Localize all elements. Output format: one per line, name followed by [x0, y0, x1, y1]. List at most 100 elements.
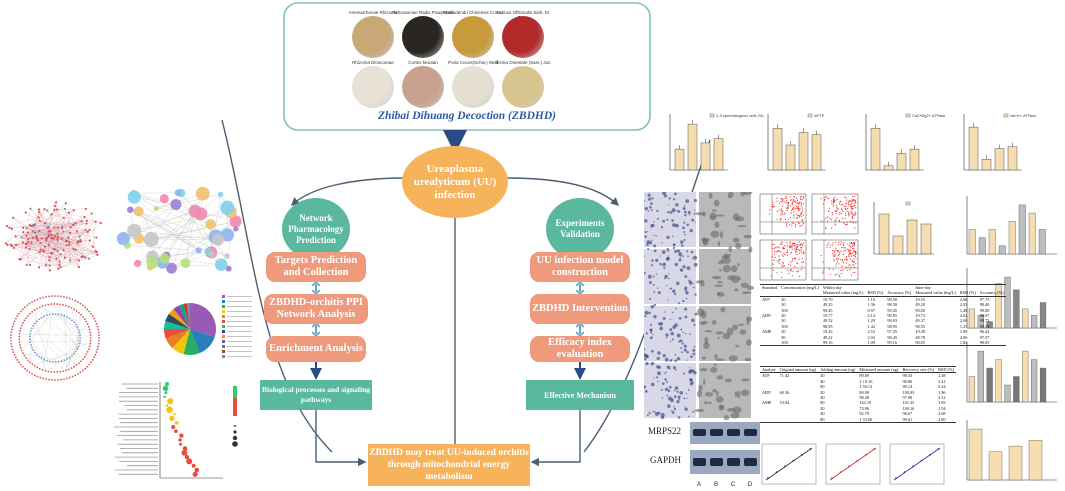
network-edge: [39, 212, 67, 246]
cell-nucleus: [687, 210, 691, 215]
flow-event: [847, 211, 850, 213]
flow-event: [842, 210, 844, 213]
network-node: [48, 259, 51, 262]
tem-structure: [726, 408, 736, 412]
network-node: [87, 325, 90, 328]
network-node: [75, 310, 78, 312]
cell-nucleus: [684, 288, 687, 291]
tem-structure: [703, 378, 706, 386]
network-edge: [36, 310, 37, 325]
cell-nucleus: [652, 305, 654, 307]
table-cell: 80: [820, 384, 825, 390]
network-node: [84, 256, 87, 259]
network-node: [40, 316, 43, 319]
flow-event: [800, 250, 802, 252]
flow-event: [775, 251, 777, 253]
pie-slice: [183, 329, 200, 355]
network-node: [28, 335, 31, 338]
table-cell: AMP: [762, 400, 772, 406]
flow-event: [795, 217, 797, 219]
right-step-1: UU infection model construction: [530, 252, 630, 282]
cell-nucleus: [667, 204, 670, 206]
network-node: [87, 257, 91, 260]
blot-band: [744, 458, 757, 466]
network-edge: [75, 326, 90, 339]
pie-slice: [165, 329, 190, 348]
flow-event: [853, 254, 855, 256]
left-result: Biological processes and signaling pathw…: [260, 380, 372, 410]
table-cell: RSD (%): [957, 290, 978, 297]
network-node: [80, 220, 83, 223]
bar: [998, 245, 1006, 255]
network-edge: [51, 241, 79, 254]
flow-event: [791, 208, 794, 210]
flow-event: [797, 207, 799, 209]
flow-event: [780, 200, 782, 202]
table-cell: 98.05: [913, 340, 958, 347]
network-node: [55, 257, 58, 260]
table-cell: 1.50.12: [859, 384, 873, 390]
network-node: [41, 305, 44, 308]
network-node: [67, 236, 70, 239]
table-cell: 2.66: [959, 296, 968, 302]
flow-event: [794, 242, 796, 245]
network-edge: [11, 245, 50, 271]
blot-band: [710, 458, 723, 466]
network-node: [28, 302, 31, 305]
network-edge: [22, 242, 64, 251]
bar: [986, 321, 993, 329]
cell-nucleus: [689, 228, 693, 233]
flow-event: [799, 197, 802, 199]
network-edge: [35, 223, 76, 238]
table-cell: ATP: [762, 373, 770, 379]
flow-event: [771, 256, 773, 258]
herb-image: [452, 16, 494, 58]
term-bubble: [184, 454, 190, 460]
cell-nucleus: [644, 353, 646, 356]
network-node: [83, 215, 86, 218]
network-edge: [156, 194, 221, 209]
network-node: [63, 378, 65, 381]
network-node: [53, 204, 57, 208]
flow-event: [772, 206, 774, 208]
network-edge: [43, 307, 76, 327]
cell-nucleus: [675, 307, 678, 310]
cell-nucleus: [673, 407, 677, 411]
flow-event: [852, 245, 854, 247]
tem-structure: [702, 239, 709, 246]
network-edge: [11, 245, 50, 266]
flow-event: [797, 217, 799, 219]
cell-nucleus: [644, 200, 645, 202]
network-node: [94, 353, 97, 356]
bar: [995, 283, 1002, 329]
network-node: [53, 371, 56, 373]
experiments-validation-node: Experiments Validation: [546, 198, 614, 260]
cell-nucleus: [653, 377, 655, 379]
network-node: [62, 230, 65, 233]
network-node: [54, 379, 56, 381]
network-edge: [86, 220, 96, 222]
cell-nucleus: [684, 210, 687, 214]
table-cell: 0.24: [938, 384, 946, 390]
bar: [1028, 440, 1043, 481]
flow-event: [781, 261, 784, 263]
network-node: [54, 295, 56, 297]
bar: [988, 229, 996, 255]
network-node: [43, 208, 46, 211]
cell-nucleus: [646, 414, 649, 417]
cell-nucleus: [667, 250, 670, 253]
network-edge: [43, 251, 59, 269]
network-edge: [20, 259, 61, 268]
flow-event: [826, 244, 828, 246]
network-edge: [19, 252, 97, 260]
tem-structure: [737, 323, 745, 326]
flow-event: [780, 208, 782, 210]
flow-event: [793, 244, 795, 247]
flow-event: [841, 259, 844, 261]
cell-nucleus: [690, 381, 694, 384]
network-node: [34, 236, 38, 239]
table-cell: Inter-day: [913, 284, 958, 291]
flow-event: [787, 206, 789, 208]
